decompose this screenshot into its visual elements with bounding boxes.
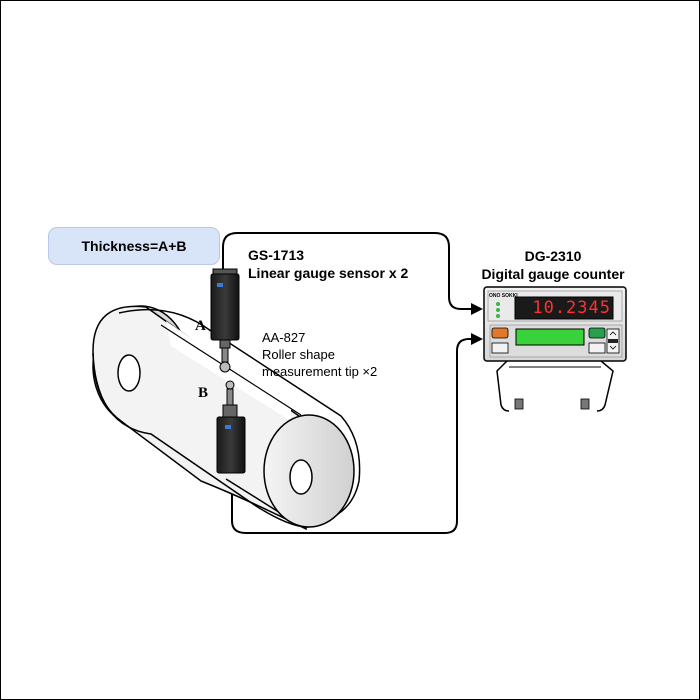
point-a-label: A: [195, 318, 206, 334]
counter-model-label: DG-2310: [524, 248, 582, 264]
arrow-head-top: [471, 303, 483, 315]
set-button: [588, 342, 606, 354]
belt-bottom-edge: [92, 352, 310, 528]
cable-to-counter-bottom: [231, 333, 483, 534]
counter-brand: ONO SOKKI: [489, 293, 518, 299]
comp-button: [491, 342, 509, 354]
menu-button: [588, 327, 606, 339]
sensor-description-label: Linear gauge sensor x 2: [248, 265, 409, 281]
linear-gauge-sensor-b: [216, 380, 246, 474]
arrow-head-bottom: [471, 333, 483, 345]
tip-line2-label: measurement tip ×2: [262, 364, 378, 379]
front-roller-hub: [289, 459, 313, 495]
digital-gauge-counter-device: [483, 286, 627, 412]
tip-line1-label: Roller shape: [262, 347, 335, 362]
back-roller-hub: [117, 354, 141, 392]
linear-gauge-sensor-a: [210, 268, 240, 373]
point-b-label: B: [198, 385, 209, 401]
thickness-formula: Thickness=A+B: [48, 227, 220, 265]
sensor-model-label: GS-1713: [248, 247, 305, 263]
belt-line: [160, 324, 302, 416]
led-display-window: [514, 296, 614, 320]
tip-model-label: AA-827: [262, 330, 306, 345]
led-display-value: 10.2345: [532, 298, 611, 318]
reset-button: [491, 327, 509, 339]
counter-description-label: Digital gauge counter: [481, 266, 625, 282]
cable-to-counter-top: [222, 232, 483, 315]
lcd-display: [515, 328, 585, 346]
